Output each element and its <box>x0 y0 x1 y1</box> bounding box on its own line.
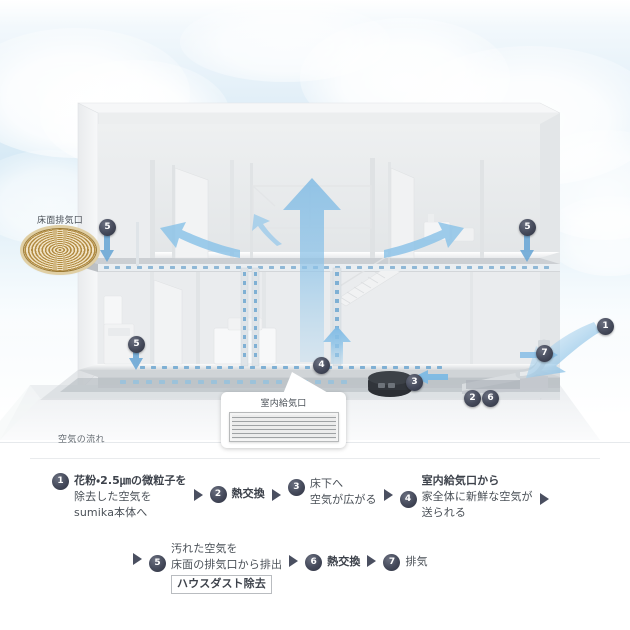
legend-step-3: 3 床下へ 空気が広がる <box>287 473 377 508</box>
legend-step-1: 1 花粉・2.5㎛の微粒子を 除去した空気を sumika本体へ <box>52 473 187 521</box>
legend-divider <box>30 458 600 459</box>
legend-step-5-tag: ハウスダスト除去 <box>171 574 272 595</box>
legend-step-7-number: 7 <box>383 554 401 571</box>
legend-arrow-icon-6 <box>289 555 299 567</box>
legend-step-1-line-1: 花粉・2.5㎛の微粒子を <box>74 474 187 487</box>
legend-step-4-line-1: 室内給気口から <box>421 474 500 487</box>
legend-step-5: 5 汚れた空気を 床面の排気口から排出 ハウスダスト除去 <box>149 541 283 595</box>
airflow-arrow-spread-right <box>384 222 464 258</box>
airflow-caption: 空気の流れ <box>58 435 105 445</box>
diagram-badge-3: 3 <box>406 374 423 391</box>
legend-step-5-line-1: 汚れた空気を <box>171 542 238 555</box>
rect-supply-grille-icon <box>228 412 339 442</box>
legend-panel: 1 花粉・2.5㎛の微粒子を 除去した空気を sumika本体へ 2 熱交換 3… <box>0 455 630 630</box>
callout-indoor-supply-label: 室内給気口 <box>260 399 307 409</box>
legend-arrow-icon-7 <box>367 555 377 567</box>
legend-step-6-line-1: 熱交換 <box>327 555 361 568</box>
airflow-arrow-diag-small <box>252 214 282 246</box>
legend-step-6-number: 6 <box>305 554 323 571</box>
diagram-badge-2: 2 <box>464 390 481 407</box>
legend-step-3-line-2: 空気が広がる <box>309 492 377 506</box>
airflow-arrow-down-left-lower <box>129 348 143 370</box>
legend-step-4-line-2: 家全体に新鮮な空気が <box>421 489 533 503</box>
legend-arrow-icon-3 <box>383 489 393 501</box>
callout-leader <box>283 372 330 394</box>
legend-step-2-number: 2 <box>209 486 227 503</box>
legend-step-7-line-1: 排気 <box>405 555 428 568</box>
airflow-arrow-intake <box>526 322 600 378</box>
legend-step-5-number: 5 <box>149 555 166 572</box>
legend-step-5-line-2: 床面の排気口から排出 <box>171 557 283 571</box>
callout-floor-exhaust-label: 床面排気口 <box>37 216 83 226</box>
legend-step-1-line-2: 除去した空気を <box>74 489 152 503</box>
legend-step-6-text: 熱交換 <box>327 541 360 570</box>
legend-step-7: 7 排気 <box>383 541 428 571</box>
legend-step-2-text: 熱交換 <box>232 473 265 502</box>
legend-row-2: 5 汚れた空気を 床面の排気口から排出 ハウスダスト除去 6 熱交換 7 排気 <box>133 541 428 595</box>
airflow-arrow-down-left-upper <box>100 232 114 262</box>
sumika-unit <box>368 371 412 397</box>
legend-step-4-line-3: 送られる <box>421 505 467 519</box>
legend-step-2-line-1: 熱交換 <box>231 487 265 500</box>
legend-step-1-text: 花粉・2.5㎛の微粒子を 除去した空気を sumika本体へ <box>74 473 187 521</box>
legend-row-1: 1 花粉・2.5㎛の微粒子を 除去した空気を sumika本体へ 2 熱交換 3… <box>52 473 556 521</box>
legend-arrow-icon-2 <box>271 489 281 501</box>
airflow-arrow-down-right-upper <box>520 232 534 262</box>
round-floor-grille-icon <box>23 228 97 272</box>
legend-step-3-number: 3 <box>287 479 305 496</box>
diagram-badge-6: 6 <box>482 390 499 407</box>
diagram-badge-5-right-upper: 5 <box>519 219 536 236</box>
diagram-badge-1: 1 <box>597 318 614 335</box>
diagram-badge-7: 7 <box>536 345 553 362</box>
legend-step-3-line-1: 床下へ <box>309 477 344 490</box>
callout-floor-exhaust: 床面排気口 <box>14 213 106 272</box>
legend-step-4: 4 室内給気口から 家全体に新鮮な空気が 送られる <box>399 473 533 521</box>
legend-arrow-icon-4 <box>539 493 549 505</box>
airflow-arrow-central <box>283 178 341 362</box>
diagram-badge-4: 4 <box>313 357 330 374</box>
airflow-arrow-spread-left <box>160 222 240 258</box>
legend-arrow-icon-5 <box>133 553 142 565</box>
legend-step-7-text: 排気 <box>405 541 427 570</box>
legend-step-1-line-3: sumika本体へ <box>74 505 148 519</box>
legend-step-4-number: 4 <box>399 491 417 508</box>
legend-step-6: 6 熱交換 <box>305 541 360 571</box>
legend-step-5-text: 汚れた空気を 床面の排気口から排出 ハウスダスト除去 <box>171 541 283 595</box>
legend-step-4-text: 室内給気口から 家全体に新鮮な空気が 送られる <box>422 473 533 521</box>
legend-step-3-text: 床下へ 空気が広がる <box>310 473 377 508</box>
legend-arrow-icon-1 <box>193 489 203 501</box>
diagram-badge-5-left-lower: 5 <box>128 336 145 353</box>
callout-indoor-supply: 室内給気口 <box>221 372 346 448</box>
airflow-arrow-riser <box>323 326 351 364</box>
legend-step-1-number: 1 <box>52 473 69 490</box>
legend-step-2: 2 熱交換 <box>209 473 265 503</box>
